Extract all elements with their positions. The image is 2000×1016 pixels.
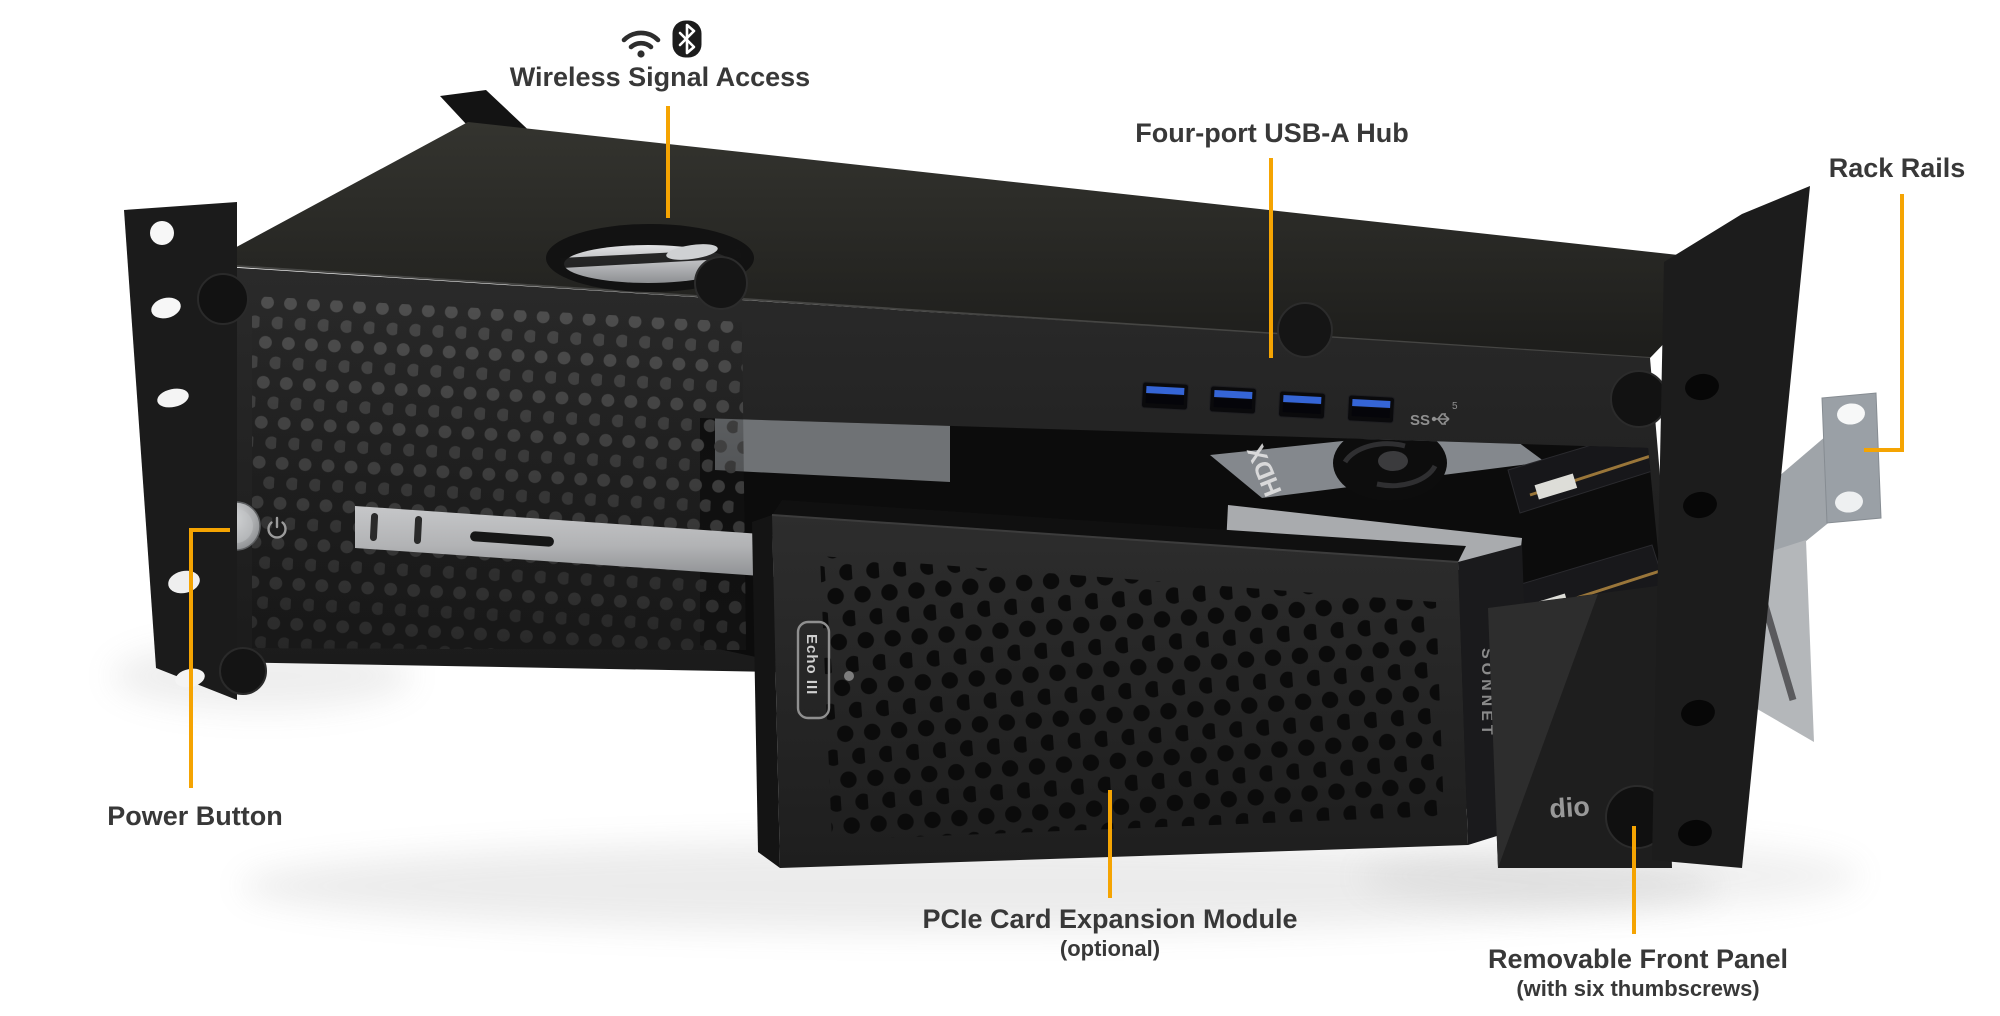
front-panel-label: Removable Front Panel (1487, 944, 1789, 974)
usbc-port-slot (369, 513, 379, 541)
right-rack-ear (1652, 186, 1810, 868)
callout-wireless: Wireless Signal Access (460, 20, 860, 94)
svg-text:5: 5 (1452, 401, 1458, 412)
rack-rails-label: Rack Rails (1828, 153, 1966, 183)
mac-studio-body (715, 418, 950, 482)
expansion-module: Echo III SONNET (752, 500, 1532, 868)
perforated-front-panel (252, 296, 746, 650)
thumbscrew (219, 647, 267, 695)
callout-pcie-module: PCIe Card Expansion Module (optional) (910, 904, 1310, 962)
front-panel-sublabel: (with six thumbscrews) (1516, 975, 1760, 1001)
panel-partial-text: dio (1548, 791, 1590, 824)
callout-power-button: Power Button (95, 801, 295, 833)
mac-studio-front-strip (355, 506, 790, 578)
power-leader-line (189, 528, 230, 788)
pcie-module-label: PCIe Card Expansion Module (922, 904, 1298, 934)
rack-rails-leader-line (1864, 194, 1904, 452)
pcie-module-sublabel: (optional) (1059, 935, 1161, 961)
sd-card-slot (470, 531, 554, 547)
module-led (844, 671, 854, 681)
wireless-icons (460, 20, 860, 58)
usb-port (1347, 394, 1395, 424)
usb-port (1209, 385, 1257, 415)
usb-hub-label: Four-port USB-A Hub (1135, 118, 1409, 148)
power-button-label: Power Button (107, 801, 283, 831)
rail-bracket (1821, 392, 1882, 524)
power-icon (267, 516, 287, 539)
chassis-thumbscrews (197, 256, 1333, 695)
usbc-port-slot (413, 516, 423, 544)
leader-lines (189, 106, 1904, 934)
svg-text:SS: SS (1410, 412, 1430, 429)
thumbscrew (197, 273, 249, 325)
module-badge-text: Echo III (803, 634, 820, 695)
callout-front-panel: Removable Front Panel (with six thumbscr… (1438, 944, 1838, 1002)
thumbscrew (694, 256, 748, 310)
wireless-label: Wireless Signal Access (509, 62, 811, 92)
thumbscrew (1610, 370, 1668, 428)
wifi-icon (621, 30, 660, 58)
bluetooth-icon (672, 20, 701, 58)
callout-usb-hub: Four-port USB-A Hub (1072, 118, 1472, 150)
usb-hub-ports: SS 5 (1141, 381, 1458, 429)
module-badge: Echo III (796, 620, 831, 720)
thumbscrew (1277, 302, 1333, 358)
usb-port (1141, 381, 1189, 411)
usb-port (1278, 390, 1326, 420)
usb-superspeed-icon: SS 5 (1410, 401, 1458, 429)
callout-rack-rails: Rack Rails (1787, 153, 2000, 185)
front-panel-piece: dio (1488, 370, 1672, 868)
